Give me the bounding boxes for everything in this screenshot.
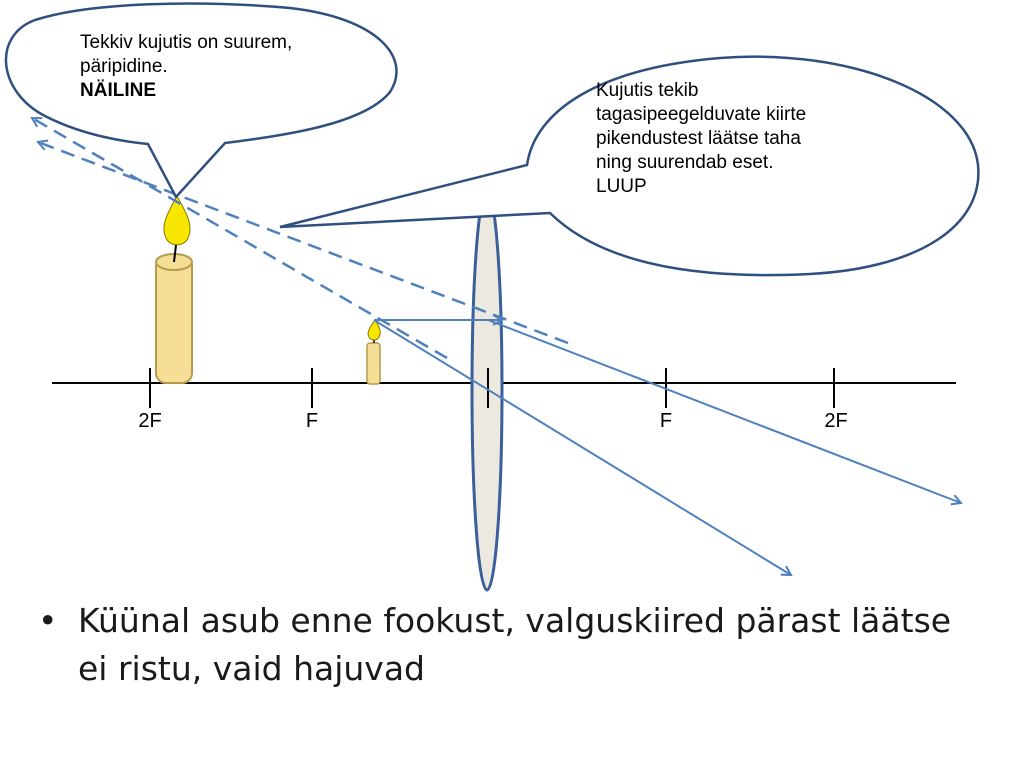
ray-through-center [373,319,791,575]
axis-label-right-f: F [659,410,673,432]
magnifier-line-5: LUUP [596,176,647,197]
object-candle [366,342,381,385]
ray-extension-focus [38,142,569,345]
speech-bubble-magnifier [279,55,980,277]
magnifier-line-1: Kujutis tekib [596,80,699,101]
virtual-image-line-1: Tekkiv kujutis on suurem, [80,32,293,53]
axis-label-left-2f: 2F [138,410,162,432]
bullet-point: • Küünal asub enne fookust, valguskiired… [38,597,978,693]
speech-bubble-virtual-image [4,2,398,200]
virtual-image-line-3: NÄILINE [80,80,156,101]
bullet-text: Küünal asub enne fookust, valguskiired p… [78,601,952,688]
virtual-candle-wick [173,244,177,263]
ray-extension-center [32,116,448,360]
virtual-image-candle [155,255,193,384]
axis-label-left-f: F [305,410,319,432]
magnifier-line-3: pikendustest läätse taha [596,128,801,149]
ray-refracted-through-focus [487,319,961,503]
object-flame-icon [367,319,381,341]
magnifier-description: Kujutis tekib tagasipeegelduvate kiirte … [596,79,916,199]
magnifier-line-4: ning suurendab eset. [596,152,774,173]
virtual-image-line-2: päripidine. [80,56,168,77]
bullet-icon: • [38,601,58,640]
virtual-flame-icon [163,194,191,246]
virtual-image-description: Tekkiv kujutis on suurem, päripidine. NÄ… [80,31,380,103]
magnifier-line-2: tagasipeegelduvate kiirte [596,104,807,125]
axis-label-right-2f: 2F [824,410,848,432]
